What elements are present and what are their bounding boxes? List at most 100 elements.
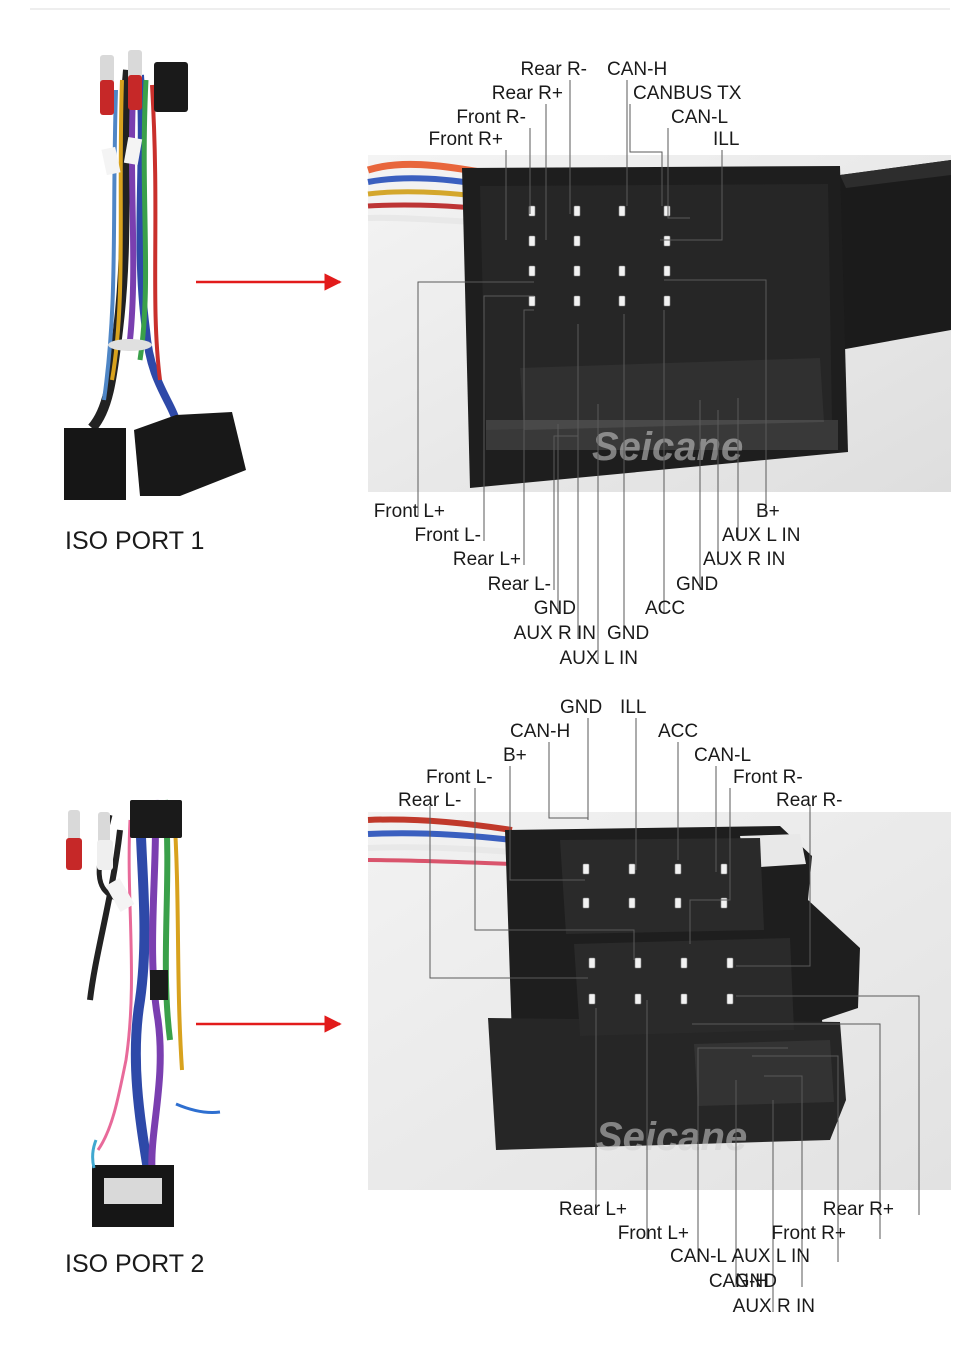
leader-lines-2	[429, 718, 920, 1312]
leader-line-canbus-tx	[629, 104, 663, 206]
pin-label-ill: ILL	[620, 697, 646, 718]
pin-label-can-l: CAN-L	[694, 745, 751, 766]
connector-pin	[680, 957, 688, 969]
pin-label-front-r: Front R-	[456, 107, 526, 128]
connector-pin	[528, 235, 536, 247]
connector-pin	[573, 205, 581, 217]
pin-label-can-h: CAN-H	[607, 59, 667, 80]
leader-lines-1	[417, 80, 767, 664]
pin-label-gnd: GND	[735, 1271, 777, 1292]
pin-label-can-l: CAN-L	[671, 107, 728, 128]
section-iso-port-2: ISO PORT 2 Seicane GND ILL CAN-H ACC B+ CAN-L…	[65, 697, 951, 1317]
connector-pin	[726, 957, 734, 969]
pin-label-aux-l-in: AUX L IN	[732, 1246, 811, 1267]
pin-label-front-l: Front L+	[618, 1223, 689, 1244]
pin-label-rear-l: Rear L-	[398, 790, 461, 811]
pin-label-acc: ACC	[658, 721, 698, 742]
connector-pin	[528, 265, 536, 277]
connector-photo-1: Seicane	[366, 155, 951, 492]
pin-label-gnd: GND	[534, 598, 576, 619]
connector-pin	[628, 863, 636, 875]
pin-label-aux-r-in: AUX R IN	[514, 623, 596, 644]
pin-label-rear-l: Rear L+	[453, 549, 521, 570]
connector-pin	[663, 295, 671, 307]
connector-pin	[720, 863, 728, 875]
leader-line-b	[664, 279, 767, 517]
pin-label-gnd: GND	[676, 574, 718, 595]
leader-line-front-l	[474, 788, 635, 960]
watermark-1: Seicane	[592, 425, 743, 469]
pin-label-aux-l-in: AUX L IN	[560, 648, 639, 669]
leader-line-front-r	[692, 1023, 881, 1239]
connector-pin	[618, 265, 626, 277]
connector-pin	[674, 897, 682, 909]
pin-label-can-l: CAN-L	[670, 1246, 727, 1267]
port-label-2: ISO PORT 2	[65, 1250, 204, 1278]
pin-label-rear-l: Rear L-	[488, 574, 551, 595]
watermark-2: Seicane	[596, 1115, 747, 1159]
leader-line-rear-l	[553, 324, 579, 590]
pin-label-front-l: Front L-	[426, 767, 493, 788]
pin-label-rear-r: Rear R-	[520, 59, 587, 80]
connector-pin	[726, 993, 734, 1005]
pin-labels-1: Rear R- Rear R+ Front R-Front R+ CAN-H CANBU…	[374, 59, 801, 669]
connector-pin	[528, 295, 536, 307]
pin-label-can-h: CAN-H	[709, 1271, 769, 1292]
harness-1-icon	[64, 50, 246, 500]
leader-line-front-r	[689, 788, 731, 944]
pin-label-rear-r: Rear R+	[823, 1199, 894, 1220]
pin-label-gnd: GND	[607, 623, 649, 644]
connector-pin	[618, 295, 626, 307]
connector-photo-2: Seicane	[367, 812, 951, 1190]
leader-line-can-l	[667, 128, 690, 219]
connector-pin	[634, 993, 642, 1005]
pin-label-front-r: Front R+	[429, 129, 503, 150]
connector-pin	[588, 993, 596, 1005]
pin-label-aux-l-in: AUX L IN	[722, 525, 801, 546]
connector-pin	[634, 957, 642, 969]
connector-pin	[663, 265, 671, 277]
connector-pin	[663, 205, 671, 217]
connector-pin	[588, 957, 596, 969]
connector-pin	[573, 295, 581, 307]
leader-line-b	[509, 766, 585, 881]
pin-label-rear-r: Rear R+	[492, 83, 563, 104]
leader-line-front-l	[483, 295, 534, 541]
leader-line-ill	[660, 150, 723, 241]
pin-label-canbus-tx: CANBUS TX	[633, 83, 742, 104]
leader-line-rear-l	[523, 309, 534, 565]
connector-pin	[628, 897, 636, 909]
pin-label-front-l: Front L-	[414, 525, 481, 546]
connector-pin	[573, 235, 581, 247]
port-label-1: ISO PORT 1	[65, 527, 204, 555]
leader-line-can-h	[548, 742, 588, 819]
leader-line-aux-l-in	[752, 1055, 839, 1262]
pin-label-front-l: Front L+	[374, 501, 445, 522]
connector-pin	[582, 863, 590, 875]
connector-pin	[582, 897, 590, 909]
leader-line-front-l	[417, 281, 534, 517]
leader-line-can-l	[697, 1047, 788, 1262]
connector-pin	[680, 993, 688, 1005]
pin-label-rear-r: Rear R-	[776, 790, 843, 811]
pin-label-gnd: GND	[560, 697, 602, 718]
pin-label-aux-r-in: AUX R IN	[703, 549, 785, 570]
connector-pin	[573, 265, 581, 277]
connector-pin	[618, 205, 626, 217]
pin-label-b: B+	[503, 745, 527, 766]
pin-label-front-r: Front R-	[733, 767, 803, 788]
leader-line-gnd	[764, 1075, 803, 1287]
connector-pin	[674, 863, 682, 875]
connector-pin	[663, 235, 671, 247]
leader-line-rear-r	[736, 995, 920, 1215]
leader-line-rear-l	[429, 806, 588, 979]
pin-label-front-r: Front R+	[772, 1223, 846, 1244]
pin-label-rear-l: Rear L+	[559, 1199, 627, 1220]
section-iso-port-1: ISO PORT 1 Seicane Rear R- Rear R+ Front R…	[64, 50, 951, 669]
pin-label-aux-r-in: AUX R IN	[733, 1296, 815, 1317]
harness-2-icon	[66, 799, 221, 1227]
leader-line-rear-r	[736, 806, 811, 967]
pin-label-b: B+	[756, 501, 780, 522]
